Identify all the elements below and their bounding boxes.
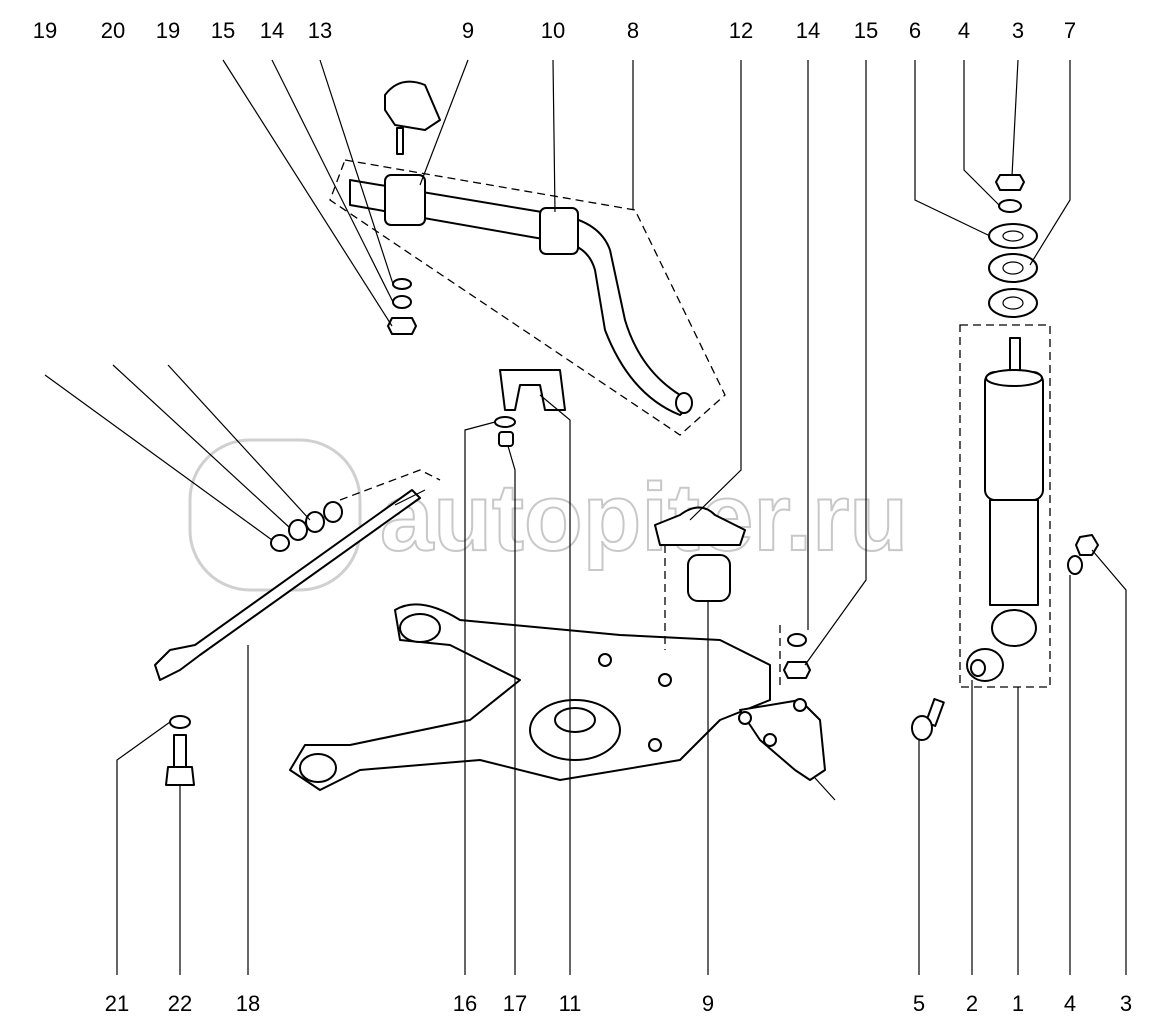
leader-line	[689, 60, 742, 521]
leader-line	[804, 60, 867, 666]
leader-line	[464, 421, 496, 975]
leader-line	[419, 59, 469, 186]
link-rod	[154, 469, 441, 681]
leader-line	[222, 59, 393, 327]
leader-line	[1029, 60, 1071, 266]
part-number-label: 19	[156, 18, 180, 43]
leader-line	[167, 364, 311, 521]
part-number-label: 18	[236, 991, 260, 1016]
part-number-label: 15	[211, 18, 235, 43]
part-number-label: 13	[308, 18, 332, 43]
leader-line	[963, 60, 1001, 207]
part-number-label: 12	[729, 18, 753, 43]
leader-line	[44, 374, 273, 541]
watermark: autopiter.ru	[188, 438, 909, 592]
leader-line	[319, 59, 394, 285]
washer	[494, 416, 516, 428]
leader-line	[539, 394, 571, 975]
part-number-label: 9	[462, 18, 474, 43]
leader-lines	[44, 59, 1127, 975]
nut-15-right	[783, 661, 811, 679]
bracket	[654, 506, 746, 546]
part-number-label: 22	[168, 991, 192, 1016]
part-number-label: 4	[958, 18, 970, 43]
part-number-label: 20	[101, 18, 125, 43]
shock-absorber	[959, 324, 1051, 688]
part-number-label: 3	[1012, 18, 1024, 43]
washer-4-right	[1067, 555, 1083, 575]
part-number-label: 11	[559, 991, 582, 1016]
control-arm	[289, 545, 836, 801]
bushing	[499, 369, 566, 411]
rod-washers	[270, 501, 343, 552]
leader-line	[271, 59, 394, 303]
part-number-label: 5	[913, 991, 925, 1016]
part-number-label: 2	[966, 991, 978, 1016]
clamp-bracket	[384, 80, 441, 155]
stabilizer-bar	[329, 159, 726, 436]
shock-top-mount	[988, 174, 1038, 318]
part-number-label: 16	[453, 991, 477, 1016]
leader-line	[507, 445, 516, 975]
leader-line	[1011, 59, 1019, 177]
part-number-label: 14	[796, 18, 820, 43]
part-number-label: 19	[33, 18, 57, 43]
leader-line	[1091, 549, 1127, 975]
part-number-label: 4	[1064, 991, 1076, 1016]
nut-washer-set-left	[387, 278, 417, 335]
washer-14-right	[787, 633, 807, 647]
bolt-head	[165, 766, 195, 786]
bolt-5-head	[911, 715, 933, 741]
nut	[498, 431, 514, 447]
top-labels: 19 20 19 15 14 13 9 10 8 12 14 15 6 4 3 7	[33, 18, 1076, 43]
part-number-label: 3	[1120, 991, 1132, 1016]
part-number-label: 15	[854, 18, 878, 43]
part-number-label: 10	[541, 18, 565, 43]
svg-text:autopiter.ru: autopiter.ru	[380, 464, 908, 571]
leader-line	[116, 721, 171, 975]
part-number-label: 7	[1064, 18, 1076, 43]
leader-line	[552, 59, 556, 213]
bushing-9	[687, 554, 731, 602]
nut-3-right	[1075, 534, 1099, 556]
leader-line	[914, 60, 991, 237]
part-number-label: 9	[702, 991, 714, 1016]
leader-line	[112, 364, 291, 529]
part-number-label: 17	[503, 991, 527, 1016]
washer-21	[169, 715, 191, 729]
part-number-label: 14	[260, 18, 284, 43]
bolt-22	[173, 734, 187, 768]
part-number-label: 21	[105, 991, 129, 1016]
part-number-label: 1	[1012, 991, 1024, 1016]
part-number-label: 6	[909, 18, 921, 43]
part-number-label: 8	[627, 18, 639, 43]
